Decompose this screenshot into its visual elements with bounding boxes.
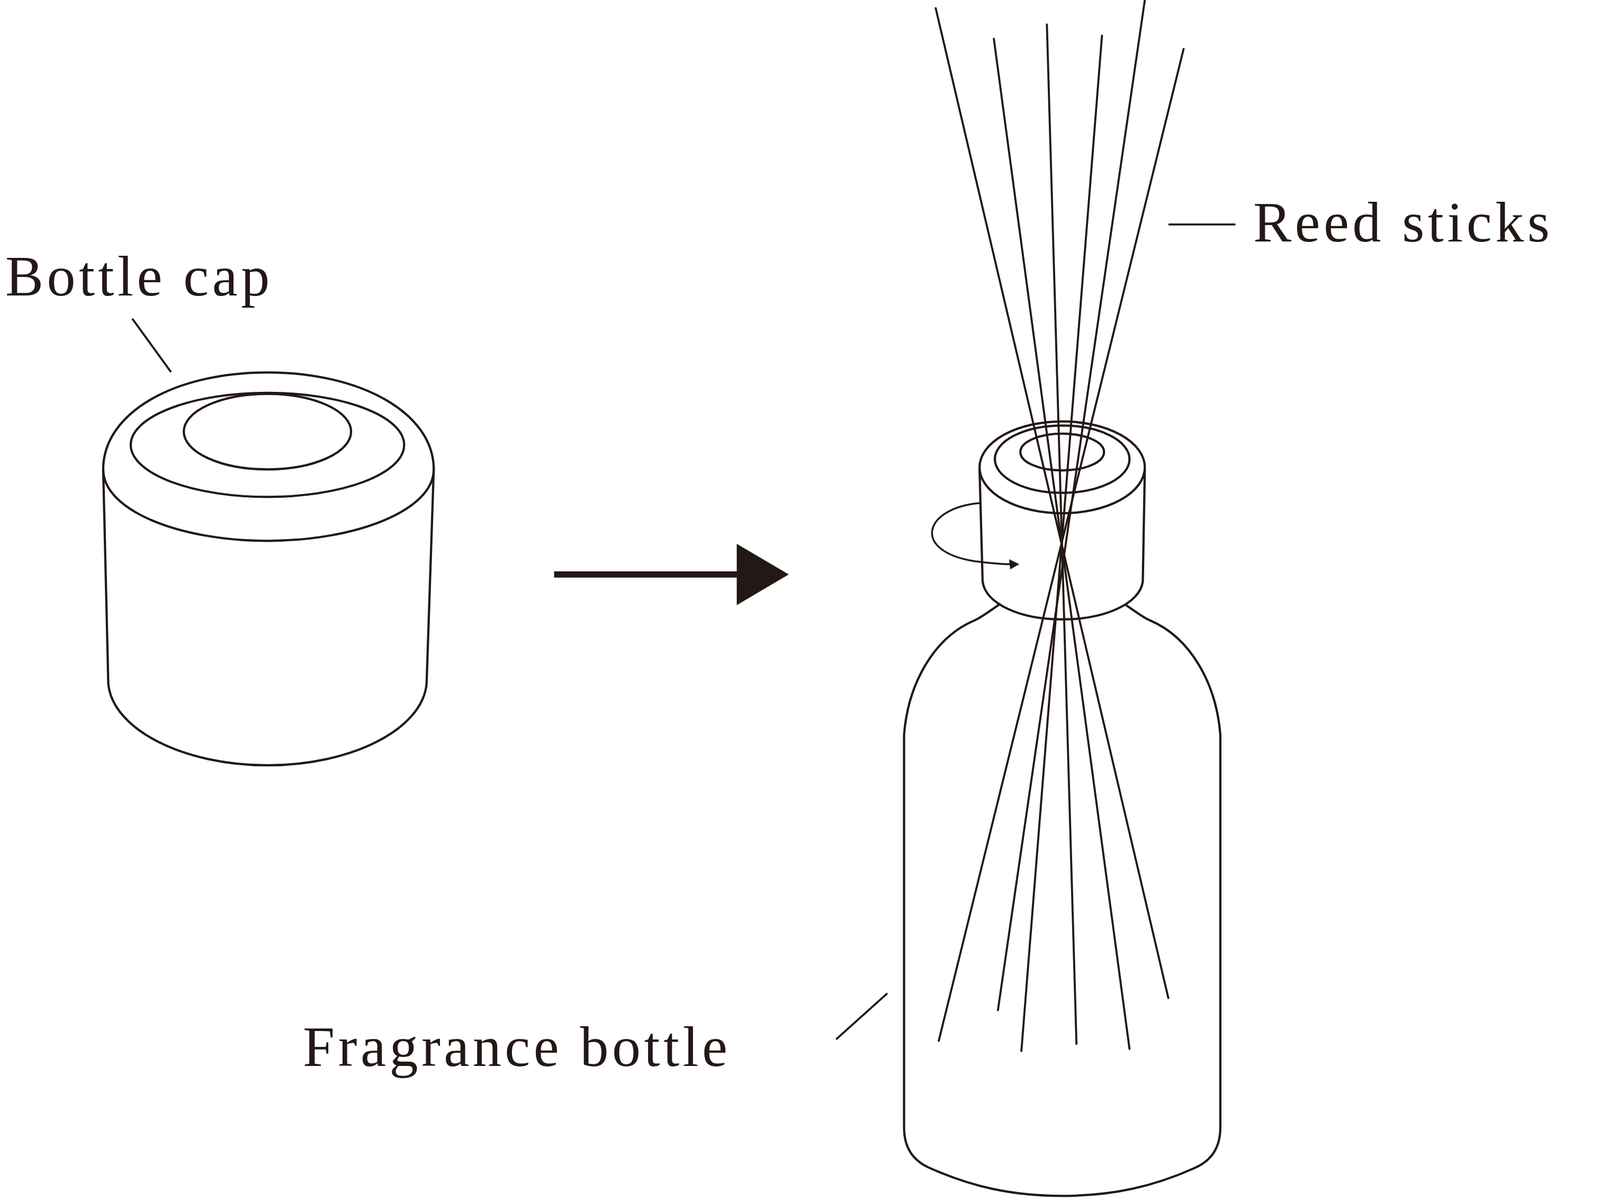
fragrance-bottle-drawing	[904, 604, 1221, 1197]
reed-sticks-drawing	[935, 0, 1184, 1051]
part-label: Reed sticks	[1253, 193, 1553, 251]
leader-lines	[132, 224, 1235, 1039]
direction-arrow	[554, 543, 789, 606]
part-label: Fragrance bottle	[302, 1018, 731, 1076]
bottle-cap-drawing	[103, 372, 434, 766]
part-label: Bottle cap	[5, 247, 274, 305]
mounted-cap-drawing	[931, 421, 1145, 620]
